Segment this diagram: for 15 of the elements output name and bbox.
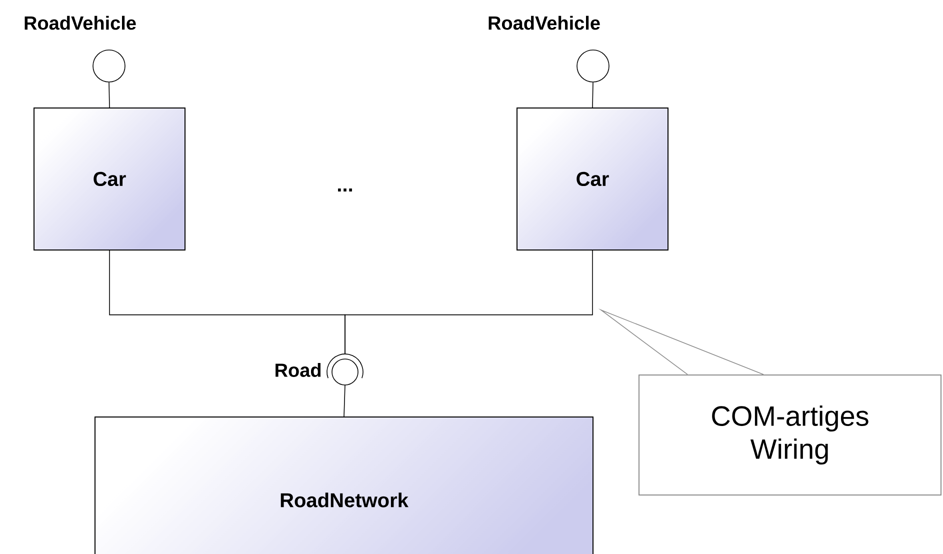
node-label: Road: [276, 363, 321, 377]
interface-lollipop: RoadVehicle: [488, 16, 610, 82]
node-label: RoadVehicle: [488, 16, 600, 30]
interface-lollipop: RoadVehicle: [24, 16, 136, 82]
connector: [344, 250, 593, 354]
connector: [108, 82, 110, 108]
ellipsis: ...: [338, 188, 352, 192]
callout-note: COM-artiges Wiring: [638, 374, 942, 496]
node-label: RoadVehicle: [24, 16, 136, 30]
connector: [592, 82, 594, 108]
component-box: RoadNetwork: [94, 416, 594, 554]
component-box: Car: [34, 108, 186, 250]
assembly-connector: Road: [276, 354, 364, 386]
connector: [344, 384, 346, 417]
component-box: Car: [516, 108, 668, 250]
